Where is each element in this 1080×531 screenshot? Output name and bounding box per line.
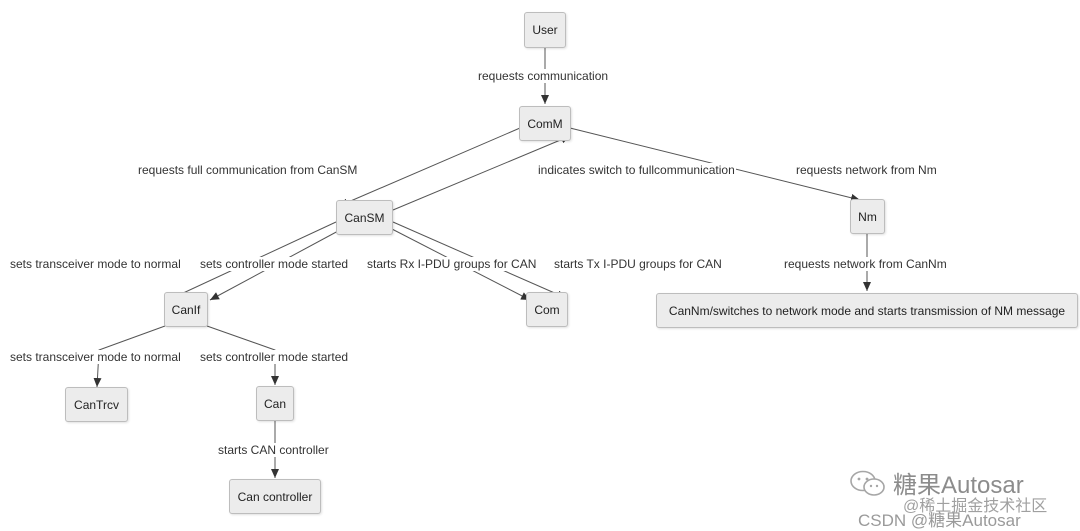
edge-label-cansm-trcv: sets transceiver mode to normal xyxy=(9,257,182,271)
node-cannm[interactable]: CanNm/switches to network mode and start… xyxy=(656,293,1078,328)
node-can[interactable]: Can xyxy=(256,386,294,421)
node-comm[interactable]: ComM xyxy=(519,106,571,141)
watermark-juejin: @稀土掘金技术社区 xyxy=(903,498,1048,515)
node-can-controller[interactable]: Can controller xyxy=(229,479,321,514)
edge-label-requests-communication: requests communication xyxy=(477,69,610,83)
edge-comm-cansm xyxy=(338,127,521,207)
edge-label-indicates-switch: indicates switch to fullcommunication xyxy=(537,163,736,177)
edge-label-requests-network-nm: requests network from Nm xyxy=(795,163,938,177)
edge-label-canif-trcv: sets transceiver mode to normal xyxy=(9,350,182,364)
edge-label-requests-network-cannm: requests network from CanNm xyxy=(783,257,948,271)
watermark-csdn: CSDN @糖果Autosar xyxy=(858,511,1021,530)
edge-label-starts-can-controller: starts CAN controller xyxy=(217,443,330,457)
edge-label-requests-full-communication: requests full communication from CanSM xyxy=(137,163,359,177)
wechat-icon xyxy=(850,470,885,496)
edge-label-rx-groups: starts Rx I-PDU groups for CAN xyxy=(366,257,538,271)
node-com[interactable]: Com xyxy=(526,292,568,327)
node-nm[interactable]: Nm xyxy=(850,199,885,234)
edge-cansm-comm xyxy=(392,135,571,211)
edge-label-canif-ctrl: sets controller mode started xyxy=(199,350,350,364)
edge-label-tx-groups: starts Tx I-PDU groups for CAN xyxy=(553,257,723,271)
watermark-title: 糖果Autosar xyxy=(893,472,1024,499)
node-cantrcv[interactable]: CanTrcv xyxy=(65,387,128,422)
node-canif[interactable]: CanIf xyxy=(164,292,208,327)
node-cansm[interactable]: CanSM xyxy=(336,200,393,235)
node-user[interactable]: User xyxy=(524,12,566,48)
edge-label-cansm-ctrl: sets controller mode started xyxy=(199,257,350,271)
